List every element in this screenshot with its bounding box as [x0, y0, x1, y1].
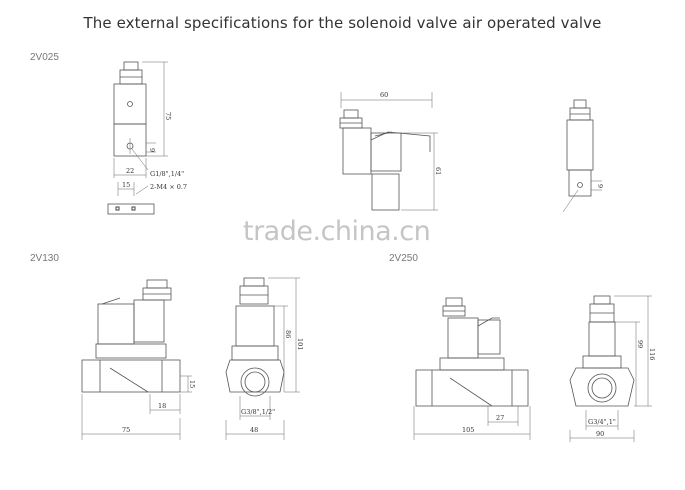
dim-v4-height: 15 — [188, 380, 196, 388]
dim-v1-mount: 2-M4 × 0.7 — [150, 183, 187, 191]
dim-v3-port: 9 — [596, 184, 604, 188]
watermark-text: trade.china.cn — [243, 216, 431, 247]
dim-v1-height: 75 — [164, 112, 172, 120]
dim-v4-port: 18 — [158, 402, 166, 410]
dim-v7-thread: G3/4",1" — [588, 418, 616, 426]
model-label-2v130: 2V130 — [30, 253, 59, 264]
dim-v1-thread: G1/8",1/4" — [150, 170, 184, 178]
valve-2v025-side-view: 75 9 22 G1/8",1/4" 15 2-M4 × 0.7 — [107, 61, 187, 215]
dim-v1-width: 22 — [126, 167, 134, 175]
valve-2v130-front-view: 15 18 75 — [81, 279, 196, 440]
dim-v2-width: 60 — [380, 91, 388, 99]
valve-2v025-front-view: 60 61 — [339, 91, 442, 211]
model-label-2v025: 2V025 — [30, 52, 59, 63]
dim-v6-width: 105 — [462, 426, 474, 434]
valve-2v250-side-view: 116 99 G3/4",1" 90 — [569, 295, 656, 442]
dim-v5-h2: 101 — [296, 338, 304, 350]
model-label-2v250: 2V250 — [389, 253, 418, 264]
valve-2v250-front-view: 27 105 — [413, 297, 531, 440]
dim-v7-h2: 116 — [648, 348, 656, 360]
dim-v6-port: 27 — [496, 414, 504, 422]
dim-v5-thread: G3/8",1/2" — [241, 408, 275, 416]
dim-v1-hole-spacing: 15 — [122, 181, 130, 189]
valve-2v130-side-view: 101 86 G3/8",1/2" 48 — [225, 277, 304, 440]
page-title: The external specifications for the sole… — [83, 14, 602, 32]
dim-v5-h1: 86 — [284, 330, 292, 338]
dim-v2-height: 61 — [434, 167, 442, 175]
valve-2v025-right-view: 9 — [562, 99, 604, 213]
dim-v4-width: 75 — [122, 426, 130, 434]
dim-v7-h1: 99 — [636, 340, 644, 348]
dim-v5-width: 48 — [250, 426, 258, 434]
dim-v7-width: 90 — [596, 430, 604, 438]
dim-v1-port: 9 — [148, 148, 156, 152]
